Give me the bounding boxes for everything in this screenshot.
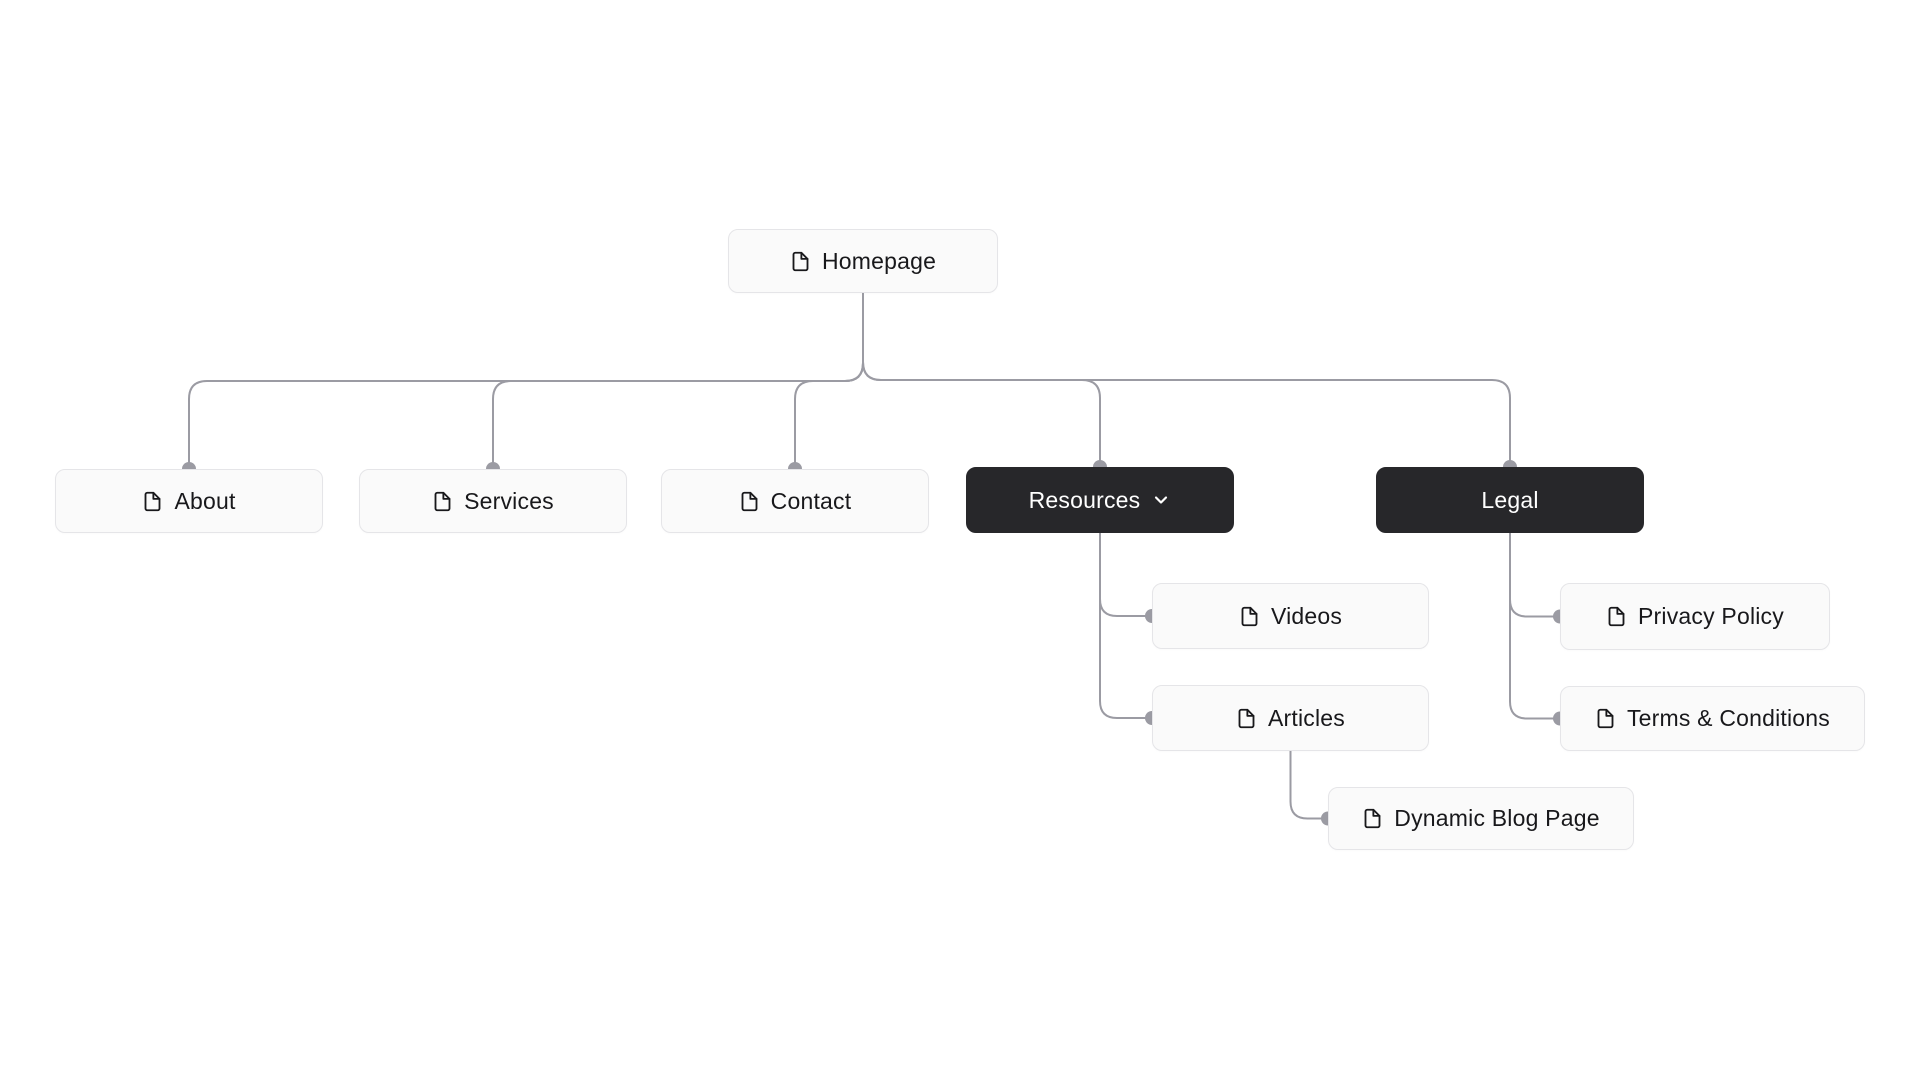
node-terms[interactable]: Terms & Conditions — [1560, 686, 1865, 751]
node-label: Resources — [1028, 486, 1141, 513]
edge-legal-terms — [1509, 533, 1560, 720]
file-icon — [1239, 606, 1260, 627]
node-legal[interactable]: Legal — [1376, 467, 1644, 533]
node-label: Legal — [1481, 486, 1539, 513]
edge-homepage-legal — [862, 293, 1511, 467]
file-icon — [790, 251, 811, 272]
edge-resources-articles — [1099, 533, 1152, 719]
file-icon — [432, 491, 453, 512]
edge-homepage-services — [492, 293, 864, 469]
node-contact[interactable]: Contact — [661, 469, 929, 533]
node-label: About — [174, 487, 236, 514]
file-icon — [739, 491, 760, 512]
file-icon — [1362, 808, 1383, 829]
edge-resources-videos — [1099, 533, 1152, 617]
node-privacy[interactable]: Privacy Policy — [1560, 583, 1830, 650]
node-label: Dynamic Blog Page — [1394, 805, 1600, 831]
node-homepage[interactable]: Homepage — [728, 229, 998, 293]
file-icon — [1606, 606, 1627, 627]
file-icon — [142, 491, 163, 512]
node-about[interactable]: About — [55, 469, 323, 533]
node-label: Privacy Policy — [1638, 603, 1784, 629]
node-articles[interactable]: Articles — [1152, 685, 1429, 751]
file-icon — [1236, 708, 1257, 729]
node-label: Contact — [770, 487, 852, 514]
node-resources[interactable]: Resources — [966, 467, 1234, 533]
node-label: Homepage — [821, 247, 937, 274]
node-dynamic-blog[interactable]: Dynamic Blog Page — [1328, 787, 1634, 850]
node-label: Videos — [1270, 602, 1343, 629]
edge-homepage-resources — [862, 293, 1101, 467]
chevron-down-icon[interactable] — [1151, 490, 1171, 510]
node-services[interactable]: Services — [359, 469, 627, 533]
file-icon — [1595, 708, 1616, 729]
edge-legal-privacy — [1509, 533, 1560, 618]
edge-homepage-about — [188, 293, 864, 469]
node-label: Terms & Conditions — [1626, 705, 1830, 731]
edge-homepage-contact — [794, 293, 864, 469]
node-label: Services — [464, 487, 554, 514]
edge-articles-dynamic-blog — [1289, 751, 1328, 820]
node-videos[interactable]: Videos — [1152, 583, 1429, 649]
node-label: Articles — [1267, 704, 1345, 731]
